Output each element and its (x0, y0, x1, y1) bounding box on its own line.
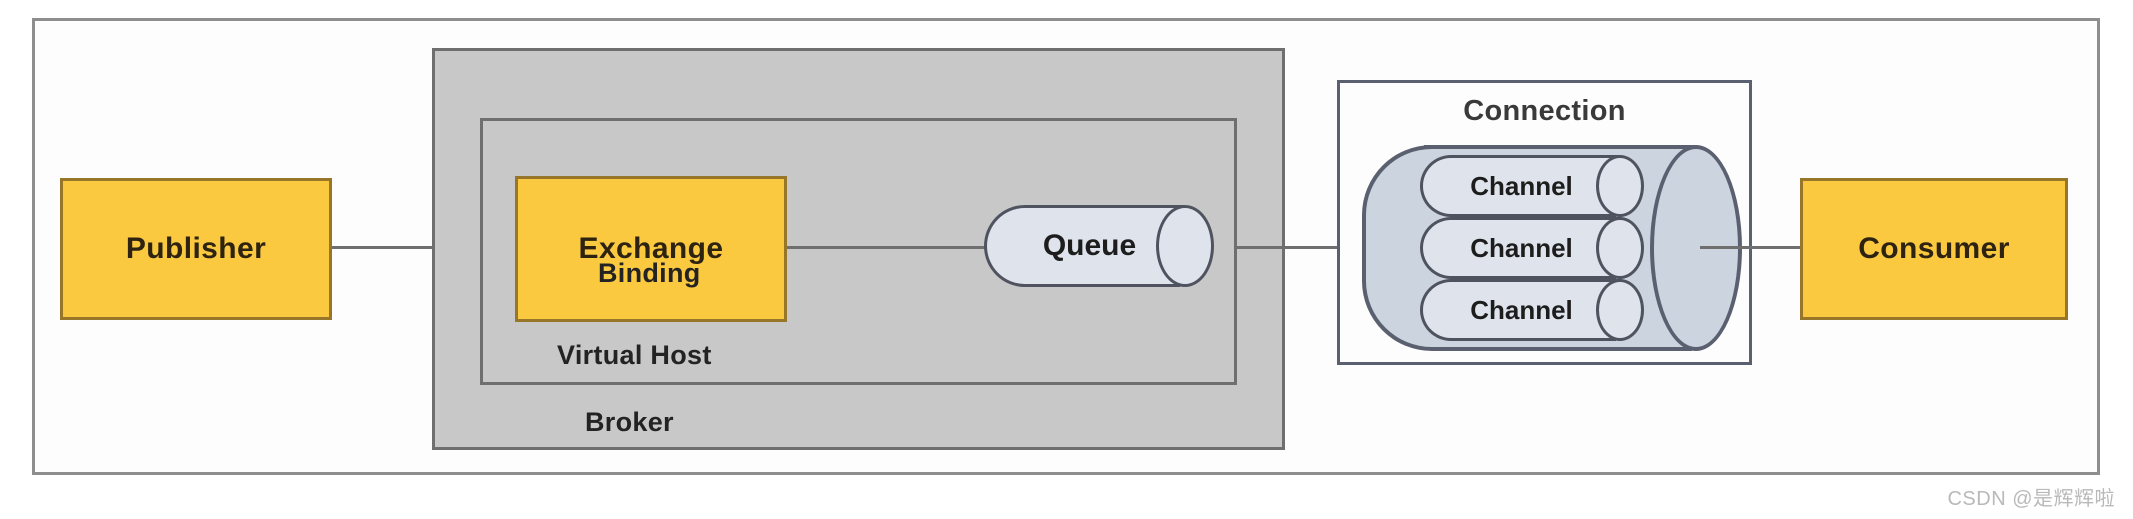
node-queue-label: Queue (1042, 229, 1137, 262)
node-exchange-label: Exchange (578, 232, 724, 265)
edge-exchange-to-queue (787, 246, 987, 249)
connection-cylinder: Channel Channel Channel (1362, 145, 1752, 351)
node-channel-label: Channel (1470, 232, 1573, 263)
node-consumer[interactable]: Consumer (1800, 178, 2068, 320)
node-publisher-label: Publisher (125, 232, 267, 265)
channel-cylinder-body: Channel (1420, 279, 1616, 341)
node-publisher[interactable]: Publisher (60, 178, 332, 320)
node-exchange[interactable]: Exchange (515, 176, 787, 322)
edge-binding-label: Binding (598, 258, 701, 288)
channel-cylinder-body: Channel (1420, 155, 1616, 217)
watermark-text: CSDN @是辉辉啦 (1947, 488, 2115, 510)
edge-publisher-to-exchange (332, 246, 517, 249)
channel-cylinder-top-edge (1450, 155, 1620, 158)
queue-cylinder-body: Queue (984, 205, 1180, 287)
edge-broker-to-connection (1237, 246, 1367, 249)
queue-cylinder-cap (1156, 205, 1214, 287)
container-virtual-host-label: Virtual Host (557, 340, 712, 370)
node-queue[interactable]: Queue (984, 205, 1216, 287)
node-channel[interactable]: Channel (1420, 155, 1648, 217)
node-channel[interactable]: Channel (1420, 217, 1648, 279)
edge-connection-to-consumer (1700, 246, 1802, 249)
channel-cylinder-cap (1596, 155, 1644, 217)
queue-cylinder-top-edge (1024, 205, 1184, 208)
channel-cylinder-top-edge (1450, 279, 1620, 282)
channel-cylinder-cap (1596, 217, 1644, 279)
channel-cylinder-top-edge (1450, 217, 1620, 220)
container-broker-label: Broker (585, 407, 674, 437)
node-channel[interactable]: Channel (1420, 279, 1648, 341)
node-consumer-label: Consumer (1858, 232, 2010, 265)
channel-cylinder-body: Channel (1420, 217, 1616, 279)
channel-cylinder-cap (1596, 279, 1644, 341)
node-channel-label: Channel (1470, 170, 1573, 201)
node-channel-label: Channel (1470, 294, 1573, 325)
container-connection[interactable]: Connection Channel Channel (1337, 80, 1752, 365)
connection-cylinder-top-edge (1424, 145, 1696, 149)
container-connection-label: Connection (1463, 95, 1626, 127)
